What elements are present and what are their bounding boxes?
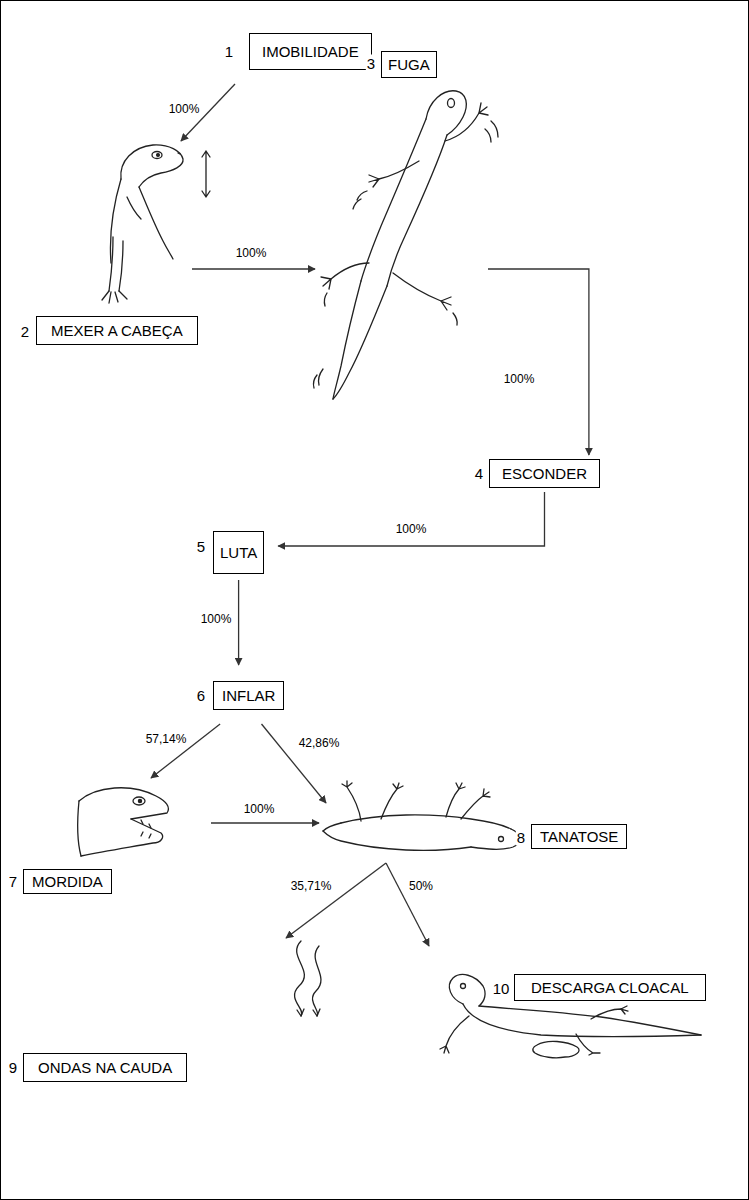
callout-number: 8 bbox=[516, 829, 526, 846]
behavior-box: ESCONDER bbox=[489, 459, 600, 488]
transition-percentage: 57,14% bbox=[145, 732, 188, 746]
callout-number: 2 bbox=[20, 323, 30, 340]
behavior-label: DESCARGA CLOACAL bbox=[514, 974, 706, 1001]
transition-arrow bbox=[211, 822, 319, 823]
behavior-label: ESCONDER bbox=[489, 459, 600, 488]
behavior-label: FUGA bbox=[381, 51, 437, 78]
behavior-label: INFLAR bbox=[213, 681, 284, 710]
transition-arrow bbox=[278, 492, 544, 546]
behavior-label: MORDIDA bbox=[23, 869, 112, 894]
transition-percentage: 100% bbox=[168, 102, 201, 116]
callout-number: 9 bbox=[8, 1059, 18, 1076]
callout-number: 5 bbox=[196, 538, 206, 555]
transition-arrow bbox=[192, 268, 315, 269]
transition-arrow bbox=[238, 580, 239, 665]
behavior-unit: FUGA bbox=[301, 46, 491, 406]
transition-arrow bbox=[488, 269, 589, 455]
transition-percentage: 50% bbox=[408, 879, 434, 893]
callout-number: 1 bbox=[224, 43, 234, 60]
tail-wave-symbol bbox=[295, 941, 321, 1016]
behavior-label: LUTA bbox=[213, 531, 264, 574]
head-bob-lizard bbox=[102, 145, 210, 303]
transition-percentage: 35,71% bbox=[290, 879, 333, 893]
behavior-box: LUTA bbox=[213, 531, 264, 574]
belly-up-lizard bbox=[323, 781, 520, 850]
behavior-label: ONDAS NA CAUDA bbox=[23, 1053, 187, 1082]
callout-number: 6 bbox=[196, 687, 206, 704]
transition-percentage: 100% bbox=[243, 802, 276, 816]
transition-arrow bbox=[286, 863, 386, 938]
transition-percentage: 100% bbox=[235, 246, 268, 260]
behavior-label: TANATOSE bbox=[531, 824, 627, 849]
behavior-box: IMOBILIDADE bbox=[249, 33, 372, 70]
behavior-unit: MORDIDA bbox=[23, 776, 213, 896]
callout-number: 10 bbox=[492, 980, 511, 997]
biting-head bbox=[78, 788, 169, 856]
behavior-box: INFLAR bbox=[213, 681, 284, 710]
behavior-unit: TANATOSE bbox=[319, 781, 634, 861]
transition-arrow bbox=[386, 863, 429, 946]
callout-number: 3 bbox=[366, 55, 376, 72]
behavior-unit: ONDAS NA CAUDA bbox=[23, 936, 328, 1084]
callout-number: 7 bbox=[8, 873, 18, 890]
behavior-label: MEXER A CABEÇA bbox=[36, 316, 198, 345]
callout-number: 4 bbox=[474, 465, 484, 482]
transition-percentage: 100% bbox=[395, 522, 428, 536]
behavior-unit: DESCARGA CLOACAL bbox=[426, 941, 736, 1056]
running-lizard bbox=[313, 91, 498, 399]
behavior-unit: MEXER A CABEÇA bbox=[36, 141, 214, 351]
transition-percentage: 100% bbox=[200, 612, 233, 626]
transition-percentage: 42,86% bbox=[298, 736, 341, 750]
behavior-label: IMOBILIDADE bbox=[249, 33, 372, 70]
transition-percentage: 100% bbox=[503, 372, 536, 386]
